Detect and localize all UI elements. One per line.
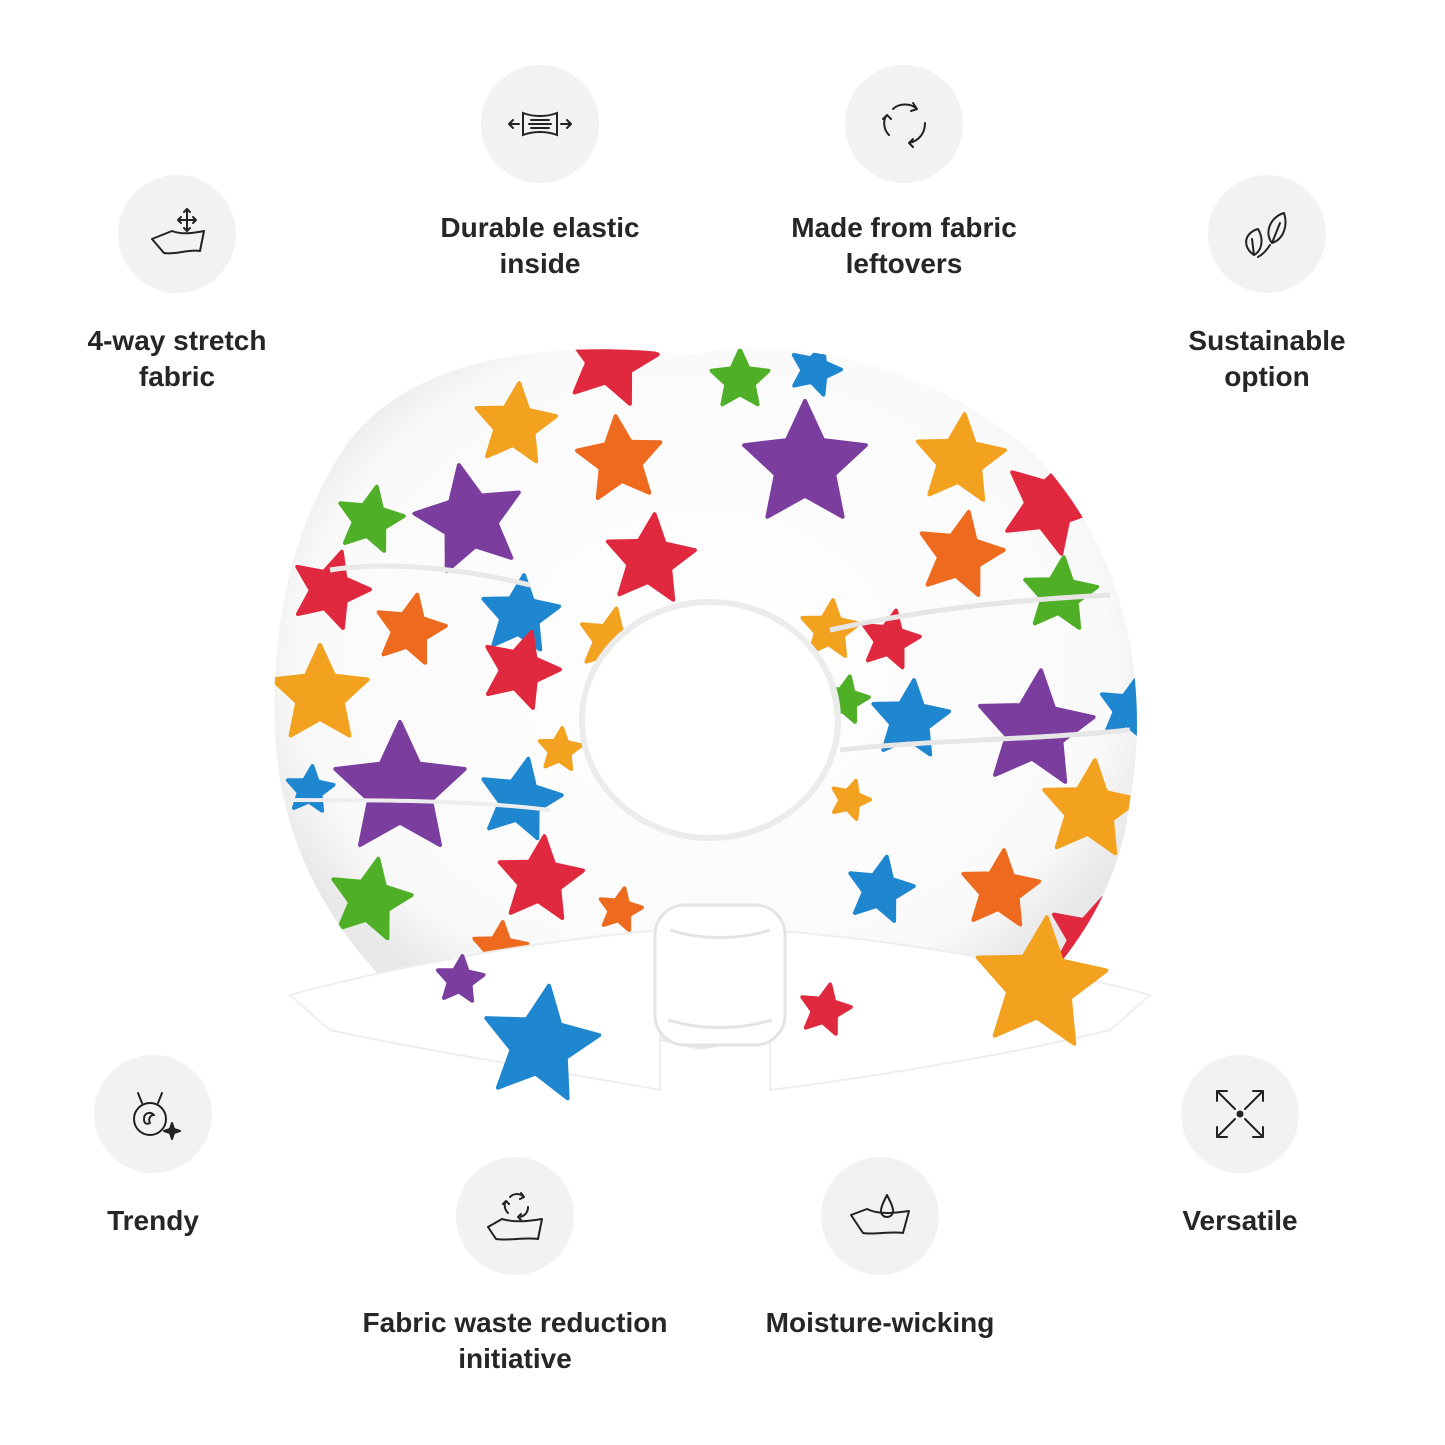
pattern-star — [537, 726, 584, 771]
pattern-star — [497, 834, 585, 920]
pattern-star — [484, 983, 602, 1101]
feature-stretch: 4-way stretch fabric — [17, 175, 337, 395]
pattern-star — [333, 720, 467, 847]
feature-trendy: Trendy — [0, 1055, 313, 1239]
pattern-star — [978, 668, 1096, 784]
feature-label: Made from fabric leftovers — [791, 212, 1017, 279]
feature-elastic: Durable elastic inside — [380, 65, 700, 282]
recycle-icon — [845, 65, 963, 183]
feature-label: Durable elastic inside — [440, 212, 640, 279]
scrunchie-product-image — [274, 348, 1153, 1101]
pattern-star — [436, 954, 486, 1003]
pattern-star — [871, 678, 952, 757]
pattern-star — [331, 856, 414, 941]
trendy-icon — [94, 1055, 212, 1173]
water-drop-fabric-icon — [821, 1157, 939, 1275]
stretch-fabric-icon — [118, 175, 236, 293]
pattern-star — [412, 463, 521, 573]
expand-arrows-icon — [1181, 1055, 1299, 1173]
feature-label: Fabric waste reduction initiative — [362, 1307, 668, 1374]
pattern-star — [605, 512, 697, 602]
pattern-star — [791, 348, 843, 397]
pattern-star — [274, 643, 370, 738]
pattern-star — [376, 592, 448, 665]
pattern-star — [481, 573, 562, 652]
pattern-star — [1042, 758, 1137, 856]
feature-label: Versatile — [1182, 1205, 1298, 1236]
feature-sustainable: Sustainable option — [1107, 175, 1427, 395]
feature-waste-reduction: Fabric waste reduction initiative — [355, 1157, 675, 1377]
pattern-star — [566, 348, 660, 406]
pattern-star — [474, 381, 558, 464]
pattern-star — [831, 778, 872, 821]
pattern-star — [919, 509, 1006, 597]
pattern-star — [800, 982, 853, 1036]
pattern-star — [338, 484, 406, 553]
pattern-star — [915, 412, 1007, 502]
feature-label: 4-way stretch fabric — [87, 325, 267, 392]
pattern-star — [1023, 555, 1100, 630]
fabric-recycle-icon — [456, 1157, 574, 1275]
elastic-icon — [481, 65, 599, 183]
feature-leftovers: Made from fabric leftovers — [744, 65, 1064, 282]
pattern-star — [295, 549, 372, 630]
pattern-star — [709, 348, 771, 407]
feature-label: Trendy — [107, 1205, 199, 1236]
pattern-star — [861, 608, 922, 670]
pattern-star — [481, 756, 564, 841]
feature-versatile: Versatile — [1080, 1055, 1400, 1239]
pattern-star — [1100, 676, 1137, 742]
pattern-star — [485, 629, 562, 710]
pattern-star — [848, 854, 916, 923]
feature-label: Moisture-wicking — [765, 1307, 995, 1338]
pattern-star — [961, 848, 1042, 927]
feature-label: Sustainable option — [1188, 325, 1346, 392]
leaves-icon — [1208, 175, 1326, 293]
pattern-star — [575, 414, 663, 500]
feature-moisture-wicking: Moisture-wicking — [720, 1157, 1040, 1341]
pattern-star — [598, 886, 644, 932]
pattern-star — [975, 915, 1109, 1046]
pattern-star — [742, 399, 868, 519]
